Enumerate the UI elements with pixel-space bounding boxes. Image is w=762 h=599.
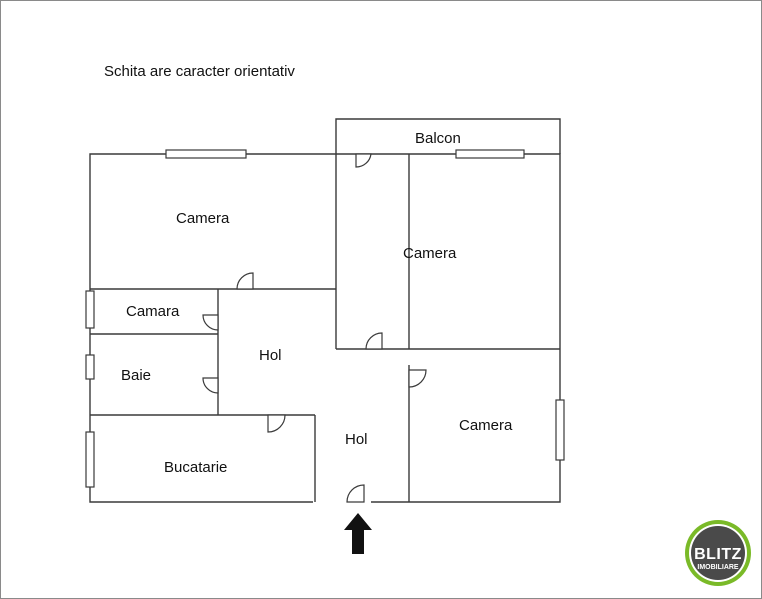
brand-logo: BLITZ IMOBILIARE [685, 520, 751, 586]
door-camera-top-left [236, 272, 254, 290]
entrance-arrow-icon [344, 513, 372, 554]
note-text: Schita are caracter orientativ [104, 63, 295, 80]
room-label-camera-bottom-right: Camera [459, 417, 513, 434]
logo-disc [691, 526, 745, 580]
door-camara [202, 314, 219, 331]
door-balcony [355, 153, 372, 168]
room-label-camera-top-right: Camera [403, 245, 457, 262]
outer-wall-right [336, 153, 561, 503]
door-camera-bottom-right [408, 369, 427, 388]
room-label-camera-top-left: Camera [176, 210, 230, 227]
door-baie [202, 377, 219, 394]
window-bucatarie [85, 431, 95, 488]
window-camara [85, 290, 95, 329]
door-bucatarie [267, 414, 286, 433]
windows [85, 149, 565, 488]
window-top-right [455, 149, 525, 159]
window-baie [85, 354, 95, 380]
door-entrance [346, 484, 365, 503]
window-camera-bottom-right [555, 399, 565, 461]
room-label-baie: Baie [121, 367, 151, 384]
balcony-wall [335, 118, 561, 154]
logo-brand-text: BLITZ [694, 546, 742, 563]
logo-subtitle-text: IMOBILIARE [697, 564, 739, 571]
door-camera-top-right [365, 332, 383, 350]
room-label-hol-upper: Hol [259, 347, 282, 364]
room-labels: Balcon Camera Camera Camara Hol Baie Hol… [121, 130, 513, 476]
room-label-camara: Camara [126, 303, 180, 320]
room-label-hol-lower: Hol [345, 431, 368, 448]
room-label-bucatarie: Bucatarie [164, 459, 227, 476]
doors [202, 153, 427, 503]
walls [89, 118, 561, 503]
room-label-balcon: Balcon [415, 130, 461, 147]
window-top-left [165, 149, 247, 159]
